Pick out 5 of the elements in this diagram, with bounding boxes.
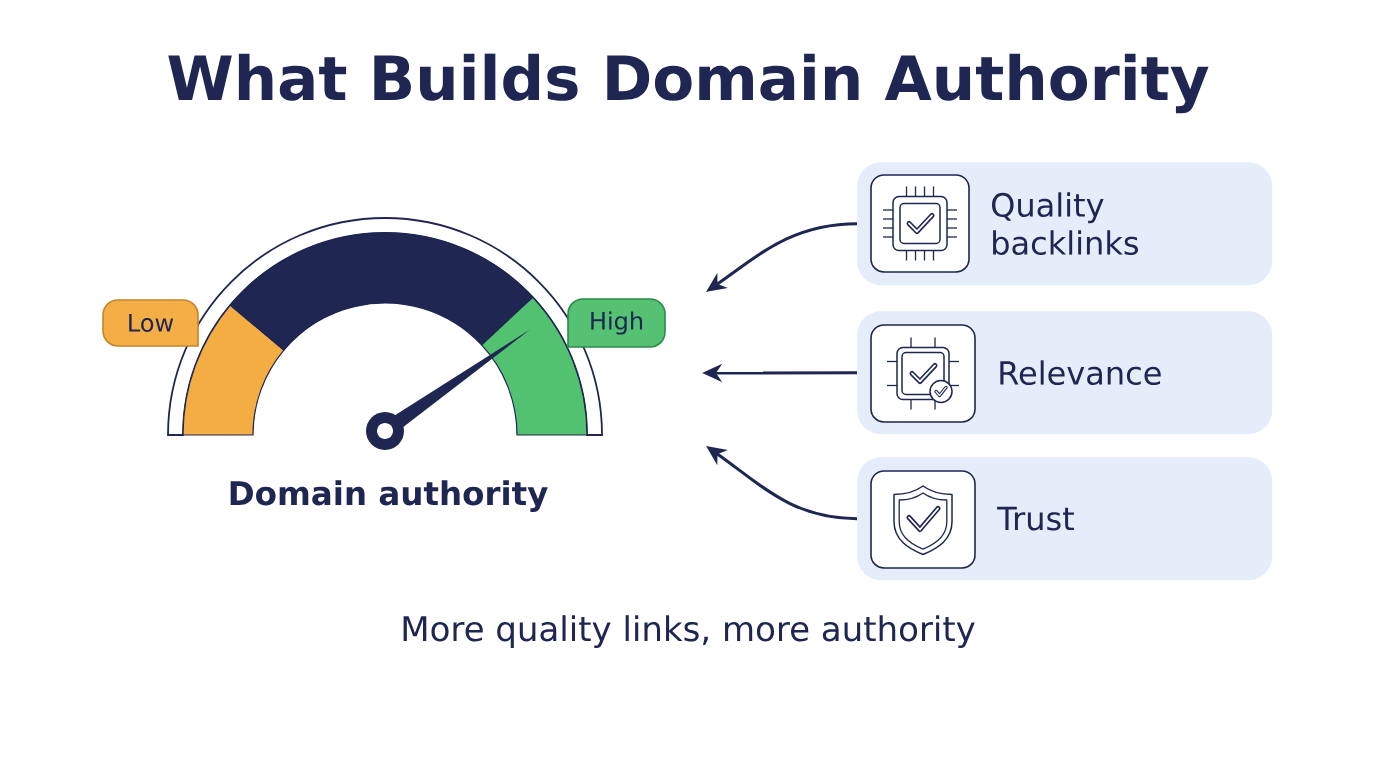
title: What Builds Domain Authority <box>168 53 1209 114</box>
tag-label: Low <box>102 299 199 347</box>
gauge-caption: Domain authority <box>230 480 548 512</box>
summary-text: More quality links, more authority <box>403 615 975 649</box>
tag-label: High <box>567 298 666 348</box>
